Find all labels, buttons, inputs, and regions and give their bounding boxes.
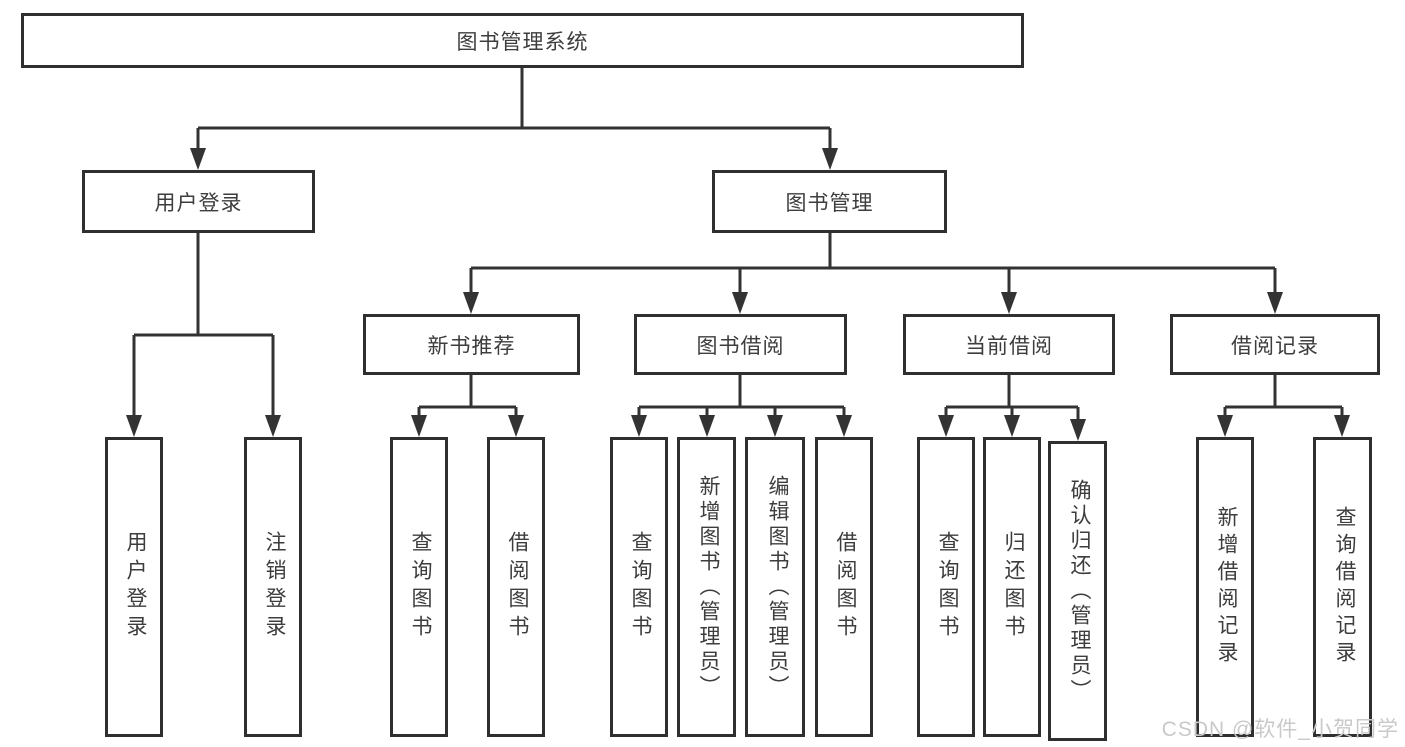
leaf-query-books-current: 查询图书: [917, 437, 975, 737]
node-book-borrowing: 图书借阅: [634, 314, 847, 375]
node-current-borrowing: 当前借阅: [903, 314, 1115, 375]
leaf-query-books-borrow: 查询图书: [610, 437, 668, 737]
leaf-logout: 注销登录: [244, 437, 302, 737]
arrowheads-current-borrow-group: [938, 415, 1086, 441]
csdn-watermark: CSDN @软件_小贺同学: [1161, 718, 1399, 741]
leaf-borrow-books: 借阅图书: [815, 437, 873, 737]
connector-new-book-group: [417, 375, 518, 417]
leaf-user-login: 用户登录: [105, 437, 163, 737]
node-borrowing-records: 借阅记录: [1170, 314, 1380, 375]
connector-borrow-records-group: [1223, 375, 1344, 417]
leaf-query-borrow-record: 查询借阅记录: [1313, 437, 1372, 737]
connector-root-to-level1: [196, 68, 832, 150]
arrowheads-book-management-group: [463, 292, 1283, 314]
leaf-confirm-return-admin: 确认归还（管理员）: [1048, 441, 1107, 741]
leaf-query-books-recommend: 查询图书: [390, 437, 448, 737]
connector-current-borrow-group: [944, 375, 1080, 421]
leaf-return-books: 归还图书: [983, 437, 1041, 737]
node-new-book-recommendation: 新书推荐: [363, 314, 580, 375]
arrowheads-book-borrow-group: [631, 415, 852, 437]
connector-book-management-group: [469, 233, 1277, 296]
connector-book-borrow-group: [637, 375, 846, 417]
arrowheads-borrow-records-group: [1217, 415, 1350, 437]
node-user-login: 用户登录: [82, 170, 315, 233]
node-book-management: 图书管理: [712, 170, 947, 233]
node-root: 图书管理系统: [21, 13, 1024, 68]
arrowheads-user-login-group: [126, 415, 281, 437]
connector-user-login-group: [132, 233, 275, 417]
leaf-add-books-admin: 新增图书（管理员）: [677, 437, 736, 737]
leaf-edit-books-admin: 编辑图书（管理员）: [745, 437, 805, 737]
leaf-add-borrow-record: 新增借阅记录: [1196, 437, 1254, 737]
arrowheads-level1: [190, 148, 838, 170]
arrowheads-new-book-group: [411, 415, 524, 437]
leaf-borrow-books-recommend: 借阅图书: [487, 437, 545, 737]
